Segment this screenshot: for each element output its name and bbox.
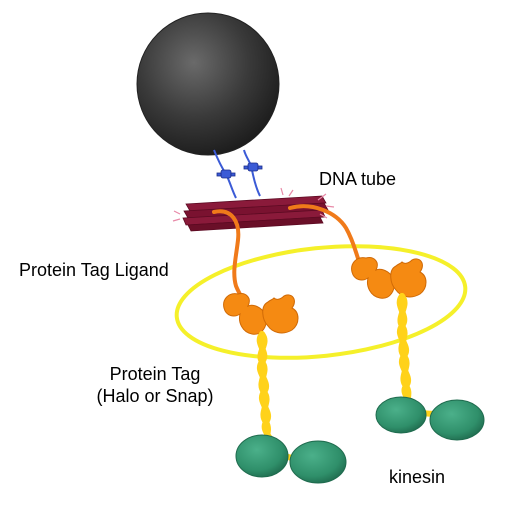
dna-tube-label: DNA tube [319,169,397,189]
protein-tag-label-line1: Protein Tag [109,364,201,384]
kinesin-heads [235,396,485,484]
protein-tag-left [223,293,299,335]
kinesin-label: kinesin [389,467,446,487]
protein-tag-right [351,257,427,299]
bead [136,12,280,156]
kinesin-head-right-1 [375,396,427,434]
dna-tube [172,187,335,232]
coiled-coil-right [387,293,437,417]
tag-ellipse [174,244,468,360]
protein-tag-ligand-label: Protein Tag Ligand [19,260,169,280]
biotin-link-icon [216,162,263,179]
kinesin-head-left-1 [235,434,289,478]
protein-tag-label-line2: (Halo or Snap) [96,386,214,406]
kinesin-head-right-2 [429,399,485,441]
kinesin-head-left-2 [289,440,347,484]
protein-tag-label: Protein Tag (Halo or Snap) [80,363,230,407]
